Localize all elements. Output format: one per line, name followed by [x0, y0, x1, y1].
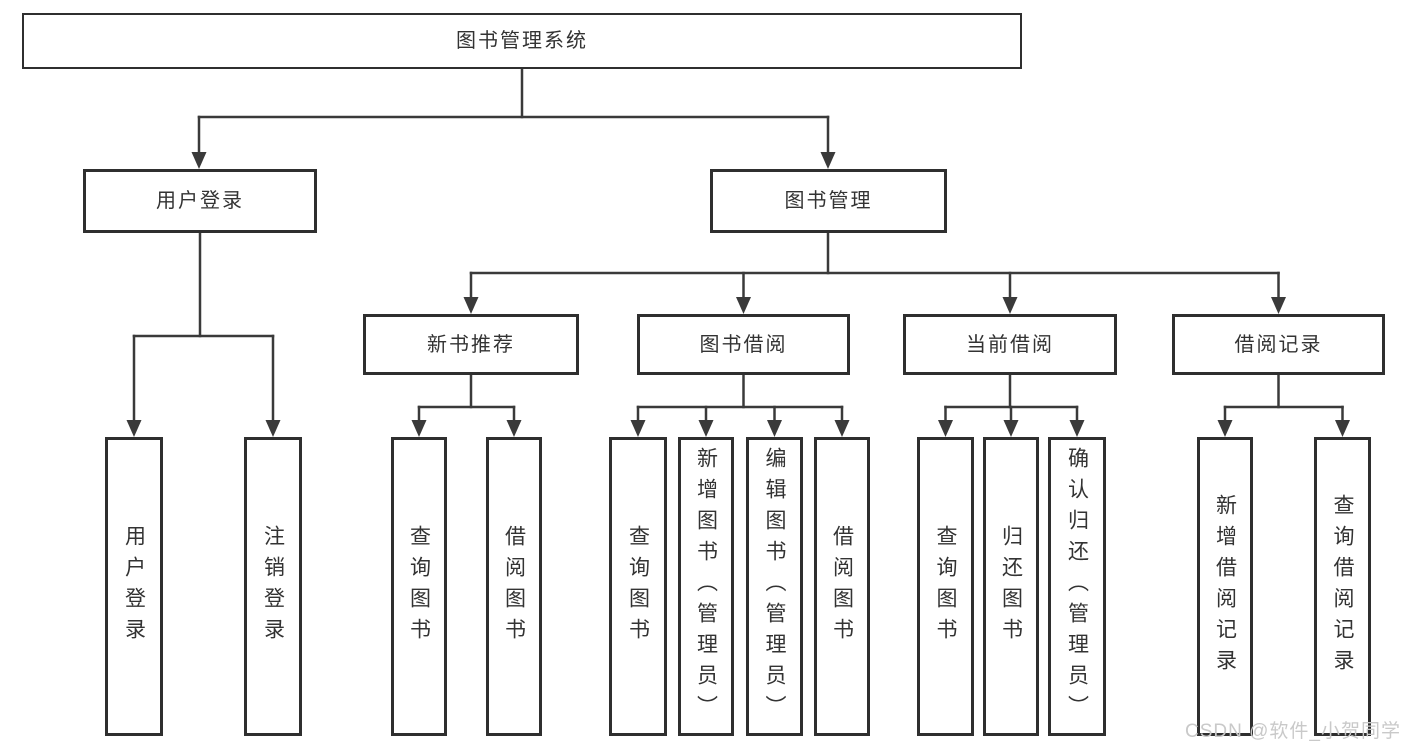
leaf-return-book: 归还图书 — [983, 437, 1039, 736]
leaf-user-login: 用户登录 — [105, 437, 163, 736]
node-user-login-group: 用户登录 — [83, 169, 317, 233]
node-borrow-records: 借阅记录 — [1172, 314, 1385, 375]
leaf-borrow-books-2: 借阅图书 — [814, 437, 870, 736]
leaf-query-books-1: 查询图书 — [391, 437, 447, 736]
node-book-borrow: 图书借阅 — [637, 314, 850, 375]
leaf-query-books-3: 查询图书 — [917, 437, 974, 736]
node-book-management: 图书管理 — [710, 169, 947, 233]
leaf-query-borrow-record: 查询借阅记录 — [1314, 437, 1371, 736]
leaf-borrow-books-1: 借阅图书 — [486, 437, 542, 736]
leaf-add-book-admin: 新增图书（管理员） — [678, 437, 734, 736]
leaf-query-books-2: 查询图书 — [609, 437, 667, 736]
node-current-borrow: 当前借阅 — [903, 314, 1117, 375]
leaf-logout: 注销登录 — [244, 437, 302, 736]
node-system-root: 图书管理系统 — [22, 13, 1022, 69]
leaf-confirm-return-admin: 确认归还（管理员） — [1048, 437, 1106, 736]
node-new-book-recommend: 新书推荐 — [363, 314, 579, 375]
csdn-watermark: CSDN @软件_小贺同学 — [1185, 721, 1401, 742]
leaf-edit-book-admin: 编辑图书（管理员） — [746, 437, 803, 736]
leaf-add-borrow-record: 新增借阅记录 — [1197, 437, 1253, 736]
